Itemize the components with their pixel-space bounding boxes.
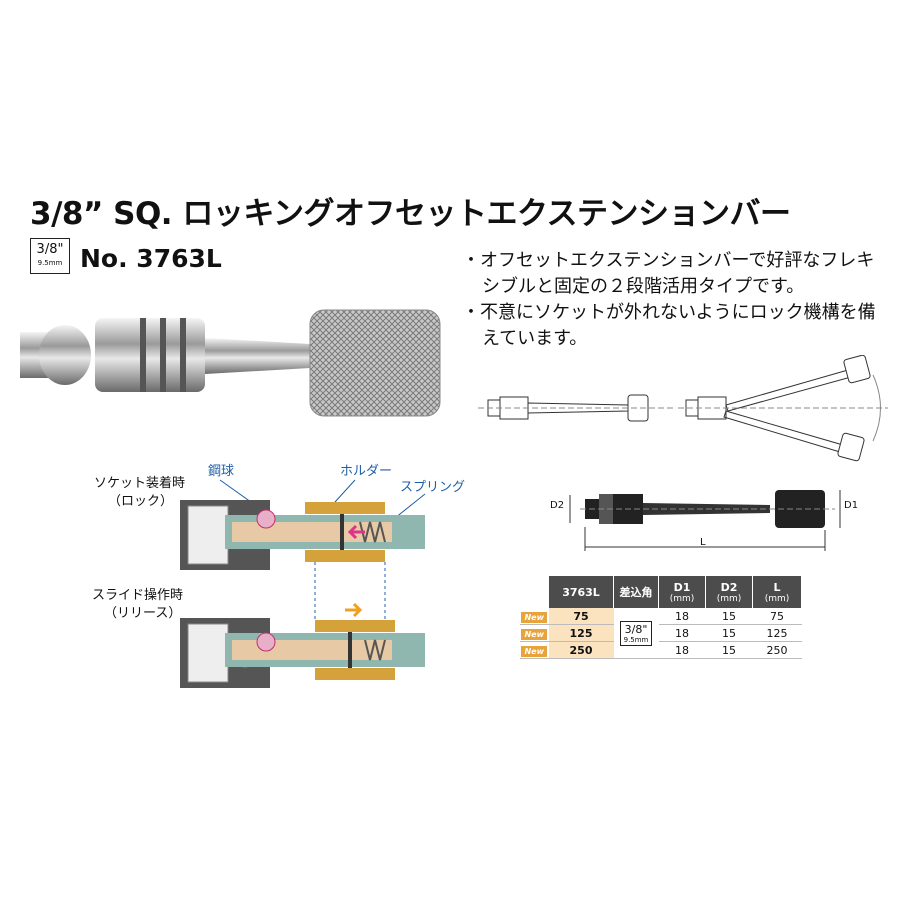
holder-label: ホルダー (340, 464, 393, 479)
col-d1: D1(mm) (658, 576, 706, 608)
dimension-drawing (569, 490, 841, 551)
col-d1-unit: (mm) (669, 593, 695, 604)
lock-mechanism-diagram (180, 479, 426, 688)
size-cell: 125 (548, 624, 614, 642)
size-cell: 75 (548, 608, 614, 625)
offset-bar-drawing (478, 355, 888, 462)
drive-size-badge: 3/8" 9.5mm (30, 238, 70, 274)
drive-size-mm: 9.5mm (37, 259, 63, 267)
release-state-section (180, 602, 425, 688)
table-row: New 250 18 15 250 (520, 641, 802, 659)
d2-label: D2 (550, 500, 565, 511)
col-drive: 差込角 (613, 576, 659, 608)
col-l: L(mm) (752, 576, 802, 608)
release-state-title: スライド操作時 (92, 588, 184, 603)
angled-bar-drawing (678, 355, 888, 462)
col-l-label: L (773, 580, 781, 594)
col-d2-unit: (mm) (716, 593, 742, 604)
lock-state-subtitle: （ロック） (108, 494, 174, 509)
d1-label: D1 (844, 500, 859, 511)
holder (305, 502, 385, 514)
new-badge: New (521, 628, 547, 640)
locking-sleeve (95, 318, 205, 392)
slide-arrow-icon (345, 602, 363, 618)
col-l-unit: (mm) (764, 593, 790, 604)
steel-ball-label: 鋼球 (208, 464, 235, 479)
l-label: L (700, 537, 706, 548)
l-cell: 125 (752, 624, 802, 642)
lock-state-section (180, 500, 425, 620)
new-badge: New (521, 645, 547, 657)
steel-ball (256, 509, 276, 529)
feature-bullet: ・オフセットエクステンションバーで好評なフレキシブルと固定の２段階活用タイプです… (462, 250, 875, 297)
spring-label: スプリング (400, 480, 466, 495)
knurled-grip (309, 309, 441, 417)
feature-bullet: ・不意にソケットが外れないようにロック機構を備えています。 (462, 302, 876, 349)
drive-cell-size: 3/8" (624, 622, 648, 636)
product-title: 3/8” SQ. ロッキングオフセットエクステンションバー (30, 196, 791, 232)
spec-table: 3763L 差込角 D1(mm) D2(mm) L(mm) New 75 3/8… (520, 576, 802, 659)
col-model: 3763L (548, 576, 614, 608)
drive-cell-mm: 9.5mm (623, 635, 649, 644)
d1-cell: 18 (658, 608, 706, 625)
d1-cell: 18 (658, 641, 706, 659)
l-cell: 75 (752, 608, 802, 625)
spring (359, 521, 386, 543)
col-d2: D2(mm) (705, 576, 753, 608)
l-cell: 250 (752, 641, 802, 659)
extension-shaft (205, 338, 310, 374)
table-row: New 75 3/8" 9.5mm 18 15 75 (520, 608, 802, 659)
lock-state-title: ソケット装着時 (94, 476, 186, 491)
spec-table-wrapper: 3763L 差込角 D1(mm) D2(mm) L(mm) New 75 3/8… (520, 576, 802, 659)
col-d1-label: D1 (673, 580, 691, 594)
size-cell: 250 (548, 641, 614, 659)
drive-cell: 3/8" 9.5mm (613, 608, 659, 659)
model-number: No. 3763L (80, 244, 222, 273)
feature-description: ・オフセットエクステンションバーで好評なフレキシブルと固定の２段階活用タイプです… (462, 248, 890, 352)
d2-cell: 15 (705, 624, 753, 642)
universal-joint (39, 325, 91, 385)
col-d2-label: D2 (720, 580, 738, 594)
drive-size-label: 3/8" (36, 242, 64, 257)
release-state-subtitle: （リリース） (104, 606, 182, 621)
new-badge: New (521, 611, 547, 623)
d2-cell: 15 (705, 641, 753, 659)
table-row: New 125 18 15 125 (520, 624, 802, 642)
product-photo (20, 309, 441, 417)
d2-cell: 15 (705, 608, 753, 625)
spring-arrow-icon (347, 524, 365, 540)
d1-cell: 18 (658, 624, 706, 642)
straight-bar-drawing (478, 394, 673, 422)
